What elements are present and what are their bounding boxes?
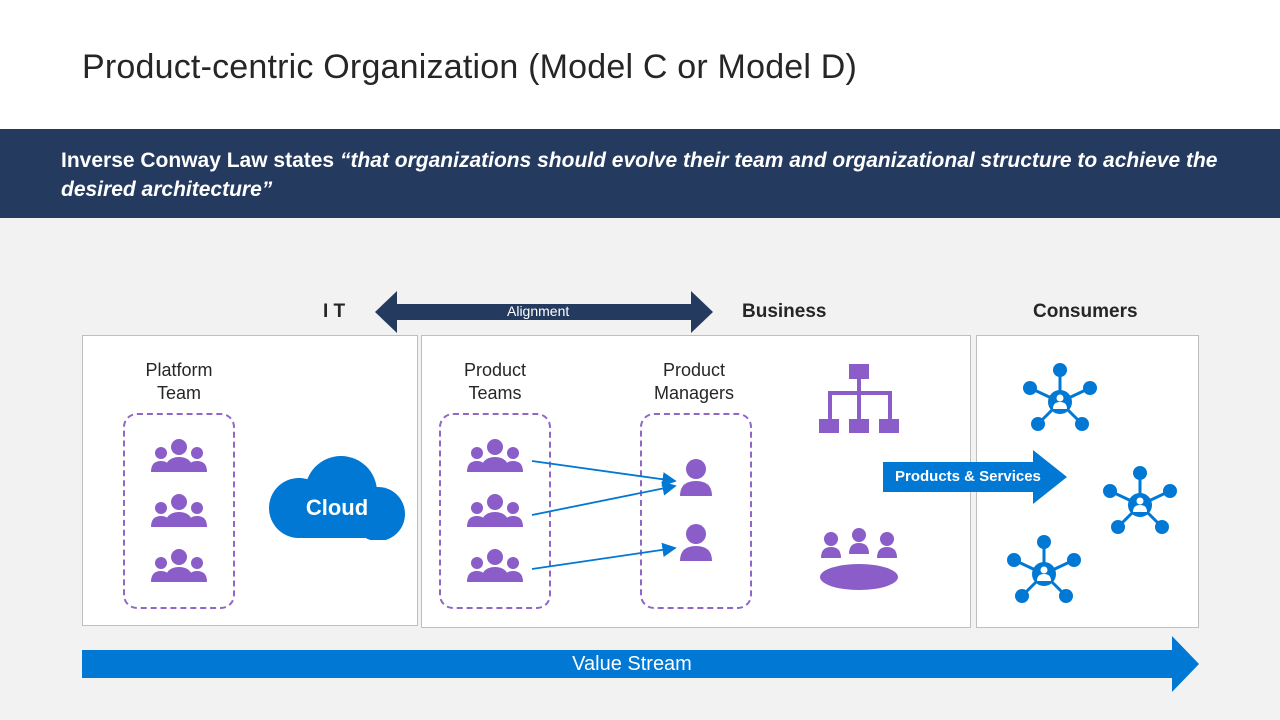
product-managers-label-line2: Managers (653, 383, 735, 403)
platform-team-label-line2: Team (156, 383, 201, 403)
product-managers-label: Product Managers (634, 359, 754, 405)
alignment-label: Alignment (507, 303, 570, 319)
product-teams-label-line2: Teams (468, 383, 522, 403)
network-icon (1007, 535, 1081, 603)
value-stream-label: Value Stream (572, 653, 692, 675)
quote-banner: Inverse Conway Law states “that organiza… (0, 129, 1280, 218)
person-icon (680, 524, 712, 561)
team-icon (151, 439, 207, 472)
product-teams-label-line1: Product (463, 360, 527, 380)
meeting-icon (820, 528, 898, 590)
value-stream-arrow (82, 636, 1199, 692)
banner-prefix: Inverse Conway Law states (61, 149, 340, 172)
header-it: I T (323, 301, 346, 322)
platform-team-group (123, 413, 235, 609)
team-icon (151, 494, 207, 527)
platform-team-label: Platform Team (119, 359, 239, 405)
person-icon (680, 459, 712, 496)
org-chart-icon (819, 364, 899, 433)
network-icon (1103, 466, 1177, 534)
team-icon (467, 439, 523, 472)
products-services-arrow (883, 450, 1067, 504)
network-icon (1023, 363, 1097, 431)
team-icon (467, 494, 523, 527)
products-services-label: Products & Services (895, 468, 1041, 485)
cloud-icon (269, 456, 405, 540)
banner-quote: “that organizations should evolve their … (61, 149, 1218, 201)
product-managers-label-line1: Product (662, 360, 726, 380)
cloud-label: Cloud (305, 495, 369, 520)
header-business: Business (742, 301, 827, 322)
product-teams-label: Product Teams (435, 359, 555, 405)
platform-team-label-line1: Platform (145, 360, 213, 380)
title-bar: Product-centric Organization (Model C or… (0, 0, 1280, 129)
team-icon (151, 549, 207, 582)
header-consumers: Consumers (1033, 301, 1138, 322)
page-title: Product-centric Organization (Model C or… (82, 48, 858, 86)
product-managers-group (640, 413, 752, 609)
team-icon (467, 549, 523, 582)
banner-text: Inverse Conway Law states “that organiza… (61, 146, 1241, 204)
alignment-arrow (375, 291, 713, 333)
